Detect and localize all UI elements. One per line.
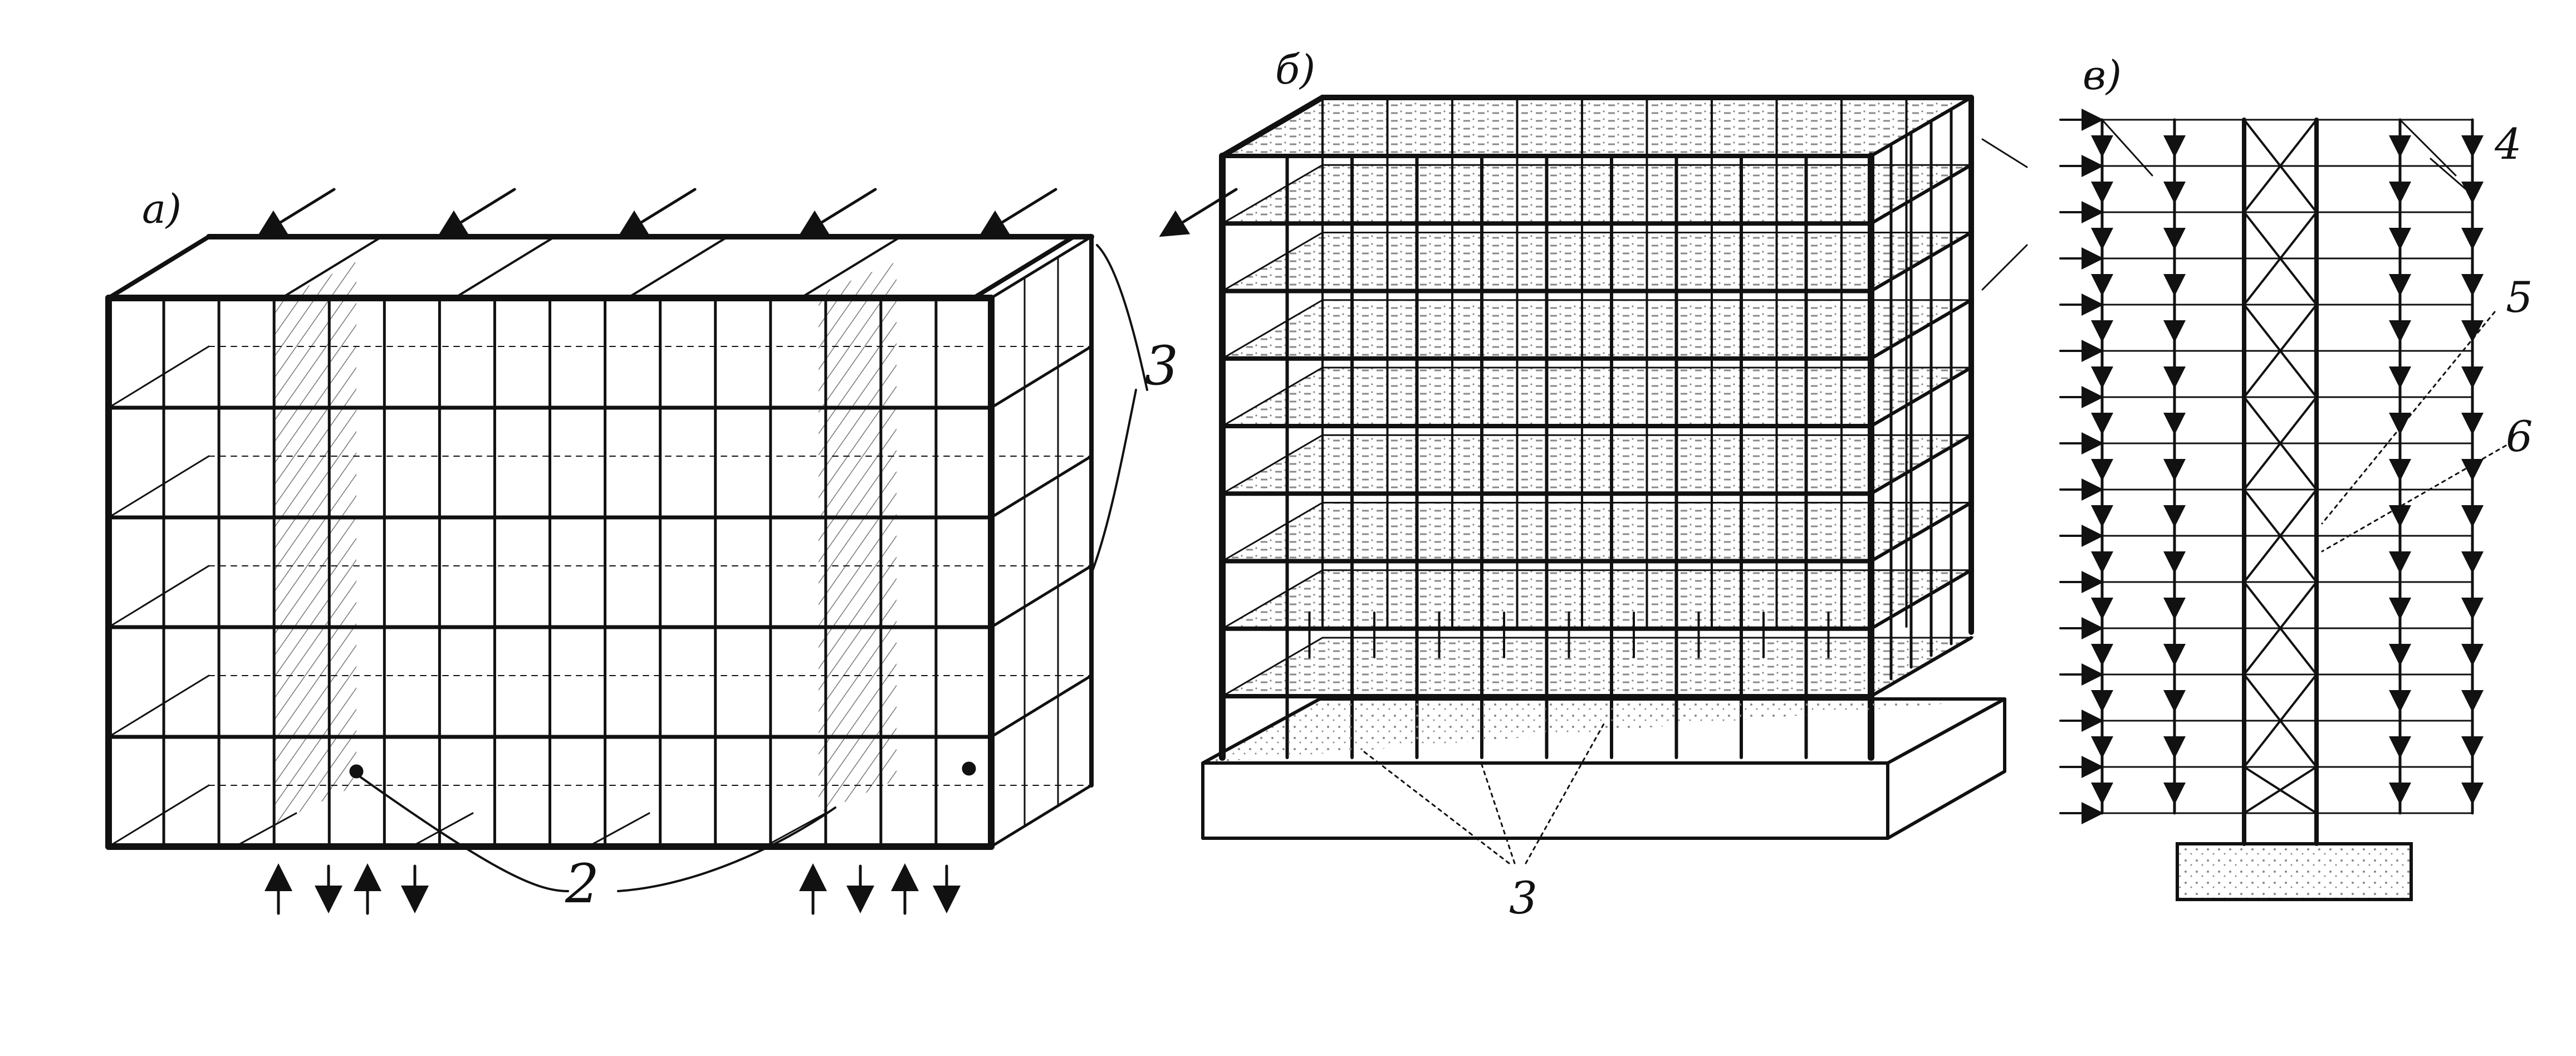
frame-member (1869, 96, 1973, 158)
panel-b-leader-lines (1363, 138, 2028, 864)
frame-member (990, 454, 1093, 519)
frame-member (2101, 119, 2153, 177)
panel-b-label: б) (1275, 46, 1315, 93)
frame-member (990, 674, 1093, 739)
frame-member (990, 235, 1093, 300)
frame-member (1220, 95, 1325, 159)
load-arrow (257, 188, 336, 237)
frame-member (453, 236, 556, 299)
panel-c-leader-lines (2321, 311, 2507, 553)
bracing (2243, 488, 2318, 583)
panel-c-frame: в) 4 5 6 (2059, 52, 2533, 901)
panel-b-frame: б) 3 (1201, 46, 2028, 924)
frame-member (990, 784, 1093, 848)
label-2: 2 (565, 853, 599, 915)
bracing (2243, 304, 2318, 398)
bracing (2243, 766, 2318, 814)
floor-slab (1219, 569, 1975, 630)
panel-a-frame: а) 2 3 (105, 185, 1238, 915)
frame-member (1869, 636, 1973, 698)
panel-a-hatch-left (273, 262, 356, 824)
frame-member (587, 812, 650, 848)
frame-member (2399, 119, 2457, 177)
frame-member (1869, 433, 1973, 496)
frame-member (107, 345, 210, 409)
frame-member (107, 674, 210, 738)
bracing (2243, 119, 2318, 213)
floor-slab (1219, 299, 1975, 360)
frame-member (1869, 366, 1973, 428)
joint-node (962, 761, 976, 776)
panel-c-label: в) (2083, 52, 2122, 99)
label-3-panel-b: 3 (1509, 872, 1537, 924)
load-arrow (618, 188, 697, 237)
panel-a-leader-lines (355, 244, 1148, 892)
joint-node (349, 764, 364, 779)
frame-member (626, 236, 729, 299)
floor-slab (1219, 232, 1975, 292)
label-6: 6 (2506, 412, 2533, 461)
frame-member (990, 564, 1093, 629)
panel-b-slabs (1219, 96, 1975, 697)
frame-member (799, 236, 902, 299)
frame-member (1869, 231, 1973, 293)
frame-member (1869, 163, 1973, 226)
frame-member (763, 812, 827, 848)
panel-b-foundation (1201, 697, 2006, 840)
frame-member (1869, 501, 1973, 563)
frame-member (1869, 298, 1973, 360)
frame-member (107, 236, 210, 299)
floor-slab (1219, 164, 1975, 224)
frame-member (971, 234, 1076, 300)
frame-member (1869, 568, 1973, 630)
panel-a-label: а) (142, 185, 182, 232)
floor-slab (1219, 366, 1975, 427)
panel-a-hatch-right (819, 262, 897, 813)
load-arrow (437, 188, 516, 237)
floor-slab (1219, 502, 1975, 562)
label-5: 5 (2506, 272, 2533, 322)
panel-c-grid (2059, 109, 2484, 846)
frame-member (990, 345, 1093, 409)
floor-slab (1219, 637, 1975, 697)
frame-member (2430, 158, 2474, 196)
panel-b-grid (1219, 95, 1974, 761)
frame-member (280, 236, 383, 299)
frame-member (107, 565, 210, 628)
frame-member (107, 784, 210, 848)
bracing (2243, 396, 2318, 491)
panel-a-grid (105, 234, 1094, 850)
label-4: 4 (2494, 119, 2521, 169)
frame-member (234, 812, 297, 848)
frame-member (107, 455, 210, 519)
floor-slab (1219, 96, 1975, 157)
bracing (2243, 581, 2318, 676)
panel-c-footing (2176, 842, 2413, 901)
load-arrow (978, 188, 1057, 237)
bracing (2243, 211, 2318, 306)
floor-slab (1219, 434, 1975, 495)
load-arrow (798, 188, 877, 237)
frame-member (410, 812, 474, 848)
label-3-panel-a: 3 (1144, 335, 1178, 397)
panel-a-load-arrows (257, 188, 1238, 915)
bracing (2243, 673, 2318, 768)
